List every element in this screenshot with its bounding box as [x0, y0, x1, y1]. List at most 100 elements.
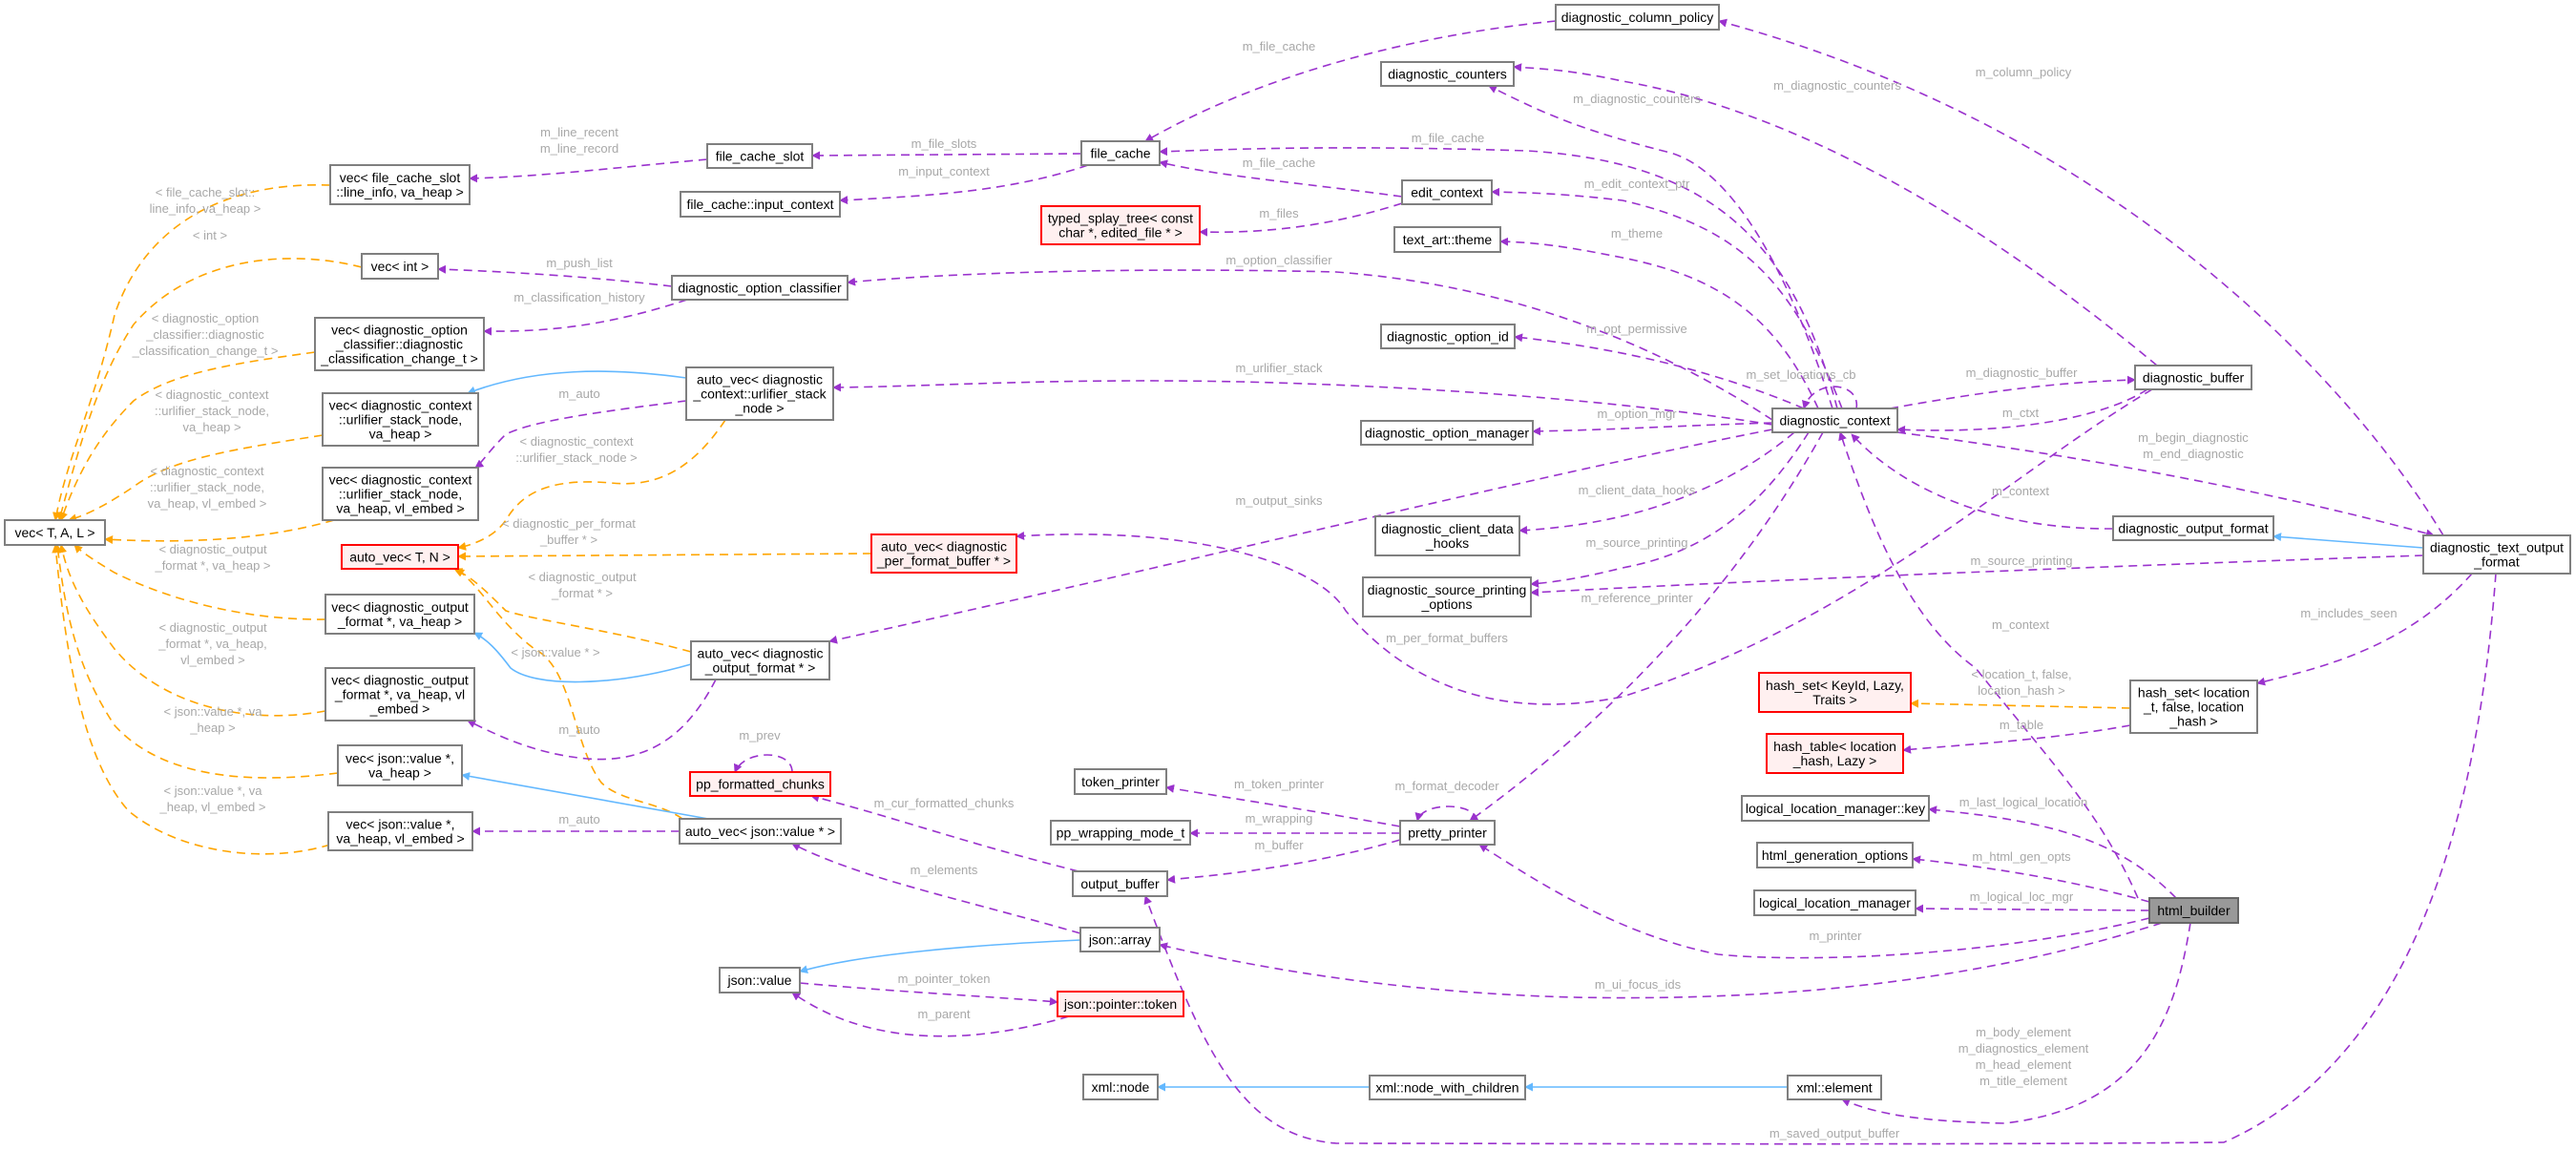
edge-doc-push-list — [437, 264, 673, 287]
node-fc-input-context[interactable]: file_cache::input_context — [680, 191, 841, 218]
node-vec-jv-e[interactable]: vec< json::value *,va_heap, vl_embed > — [327, 811, 473, 851]
node-diag-client-data-hooks[interactable]: diagnostic_client_data_hooks — [1374, 515, 1520, 556]
node-box — [2148, 897, 2239, 924]
edge-doc-classification-history — [483, 299, 688, 336]
node-label: vec< file_cache_slot — [340, 170, 461, 185]
node-label: vec< T, A, L > — [14, 525, 94, 540]
node-llm[interactable]: logical_location_manager — [1753, 889, 1916, 916]
edge-label-diag-counters-1: m_diagnostic_counters — [1773, 78, 1901, 93]
node-xml-node[interactable]: xml::node — [1082, 1074, 1159, 1100]
edge-label-elements-xml: m_body_element — [1976, 1025, 2071, 1039]
node-auto-vec-jv[interactable]: auto_vec< json::value * > — [679, 818, 842, 845]
node-diag-option-id[interactable]: diagnostic_option_id — [1380, 324, 1516, 349]
node-vec-doc[interactable]: vec< diagnostic_option_classifier::diagn… — [314, 317, 485, 371]
node-auto-vec-usn[interactable]: auto_vec< diagnostic_context::urlifier_s… — [685, 366, 834, 421]
node-vec-dof[interactable]: vec< diagnostic_output_format *, va_heap… — [325, 594, 475, 635]
node-pretty-printer[interactable]: pretty_printer — [1399, 820, 1496, 846]
edge-label-file-cache-dc: m_file_cache — [1412, 131, 1485, 145]
node-auto-vec-dof[interactable]: auto_vec< diagnostic_output_format * > — [690, 640, 830, 680]
node-diag-context[interactable]: diagnostic_context — [1771, 408, 1898, 433]
node-diag-option-manager[interactable]: diagnostic_option_manager — [1360, 420, 1534, 446]
node-box — [1380, 61, 1515, 87]
edge-vec-dof-e-to-vec-tal — [58, 544, 326, 717]
edge-pp-token-printer — [1165, 784, 1401, 827]
node-auto-vec-pfb[interactable]: auto_vec< diagnostic_per_format_buffer *… — [870, 533, 1017, 574]
edge-dc-option-classifier — [847, 269, 1773, 421]
node-vec-fcs[interactable]: vec< file_cache_slot::line_info, va_heap… — [329, 164, 471, 205]
edge-ec-files — [1199, 202, 1403, 237]
edge-dc-opt-permissive — [1514, 333, 1805, 409]
edge-labels: < file_cache_slot::line_info, va_heap ><… — [132, 39, 2398, 1140]
edge-label-column-policy: m_column_policy — [1976, 65, 2072, 79]
node-auto-vec-tn[interactable]: auto_vec< T, N > — [341, 544, 459, 570]
node-box — [719, 967, 801, 993]
edge-label-dof-e-tpl: < diagnostic_output — [158, 620, 267, 635]
edge-label-printer: m_printer — [1810, 929, 1863, 943]
edge-label-context-1: m_context — [1992, 484, 2049, 498]
node-token-printer[interactable]: token_printer — [1074, 768, 1167, 795]
node-hash-set-keyid[interactable]: hash_set< KeyId, Lazy,Traits > — [1758, 672, 1912, 713]
node-label: auto_vec< diagnostic — [881, 539, 1007, 554]
node-diag-source-printing-options[interactable]: diagnostic_source_printing_options — [1362, 576, 1532, 617]
node-diag-text-output-format[interactable]: diagnostic_text_output_format — [2422, 534, 2571, 575]
edge-label-m-auto-2: m_auto — [558, 722, 599, 737]
node-label: Traits > — [1812, 692, 1857, 707]
edge-label-per-format-buffers: m_per_format_buffers — [1386, 631, 1508, 645]
node-label: char *, edited_file * > — [1058, 225, 1183, 240]
node-file-cache-slot[interactable]: file_cache_slot — [706, 143, 813, 169]
node-label: token_printer — [1081, 774, 1160, 789]
node-diag-column-policy[interactable]: diagnostic_column_policy — [1555, 4, 1720, 31]
node-label: pp_wrapping_mode_t — [1057, 826, 1185, 841]
node-vec-usn-e[interactable]: vec< diagnostic_context::urlifier_stack_… — [322, 467, 479, 521]
node-text-art-theme[interactable]: text_art::theme — [1393, 226, 1501, 253]
node-output-buffer[interactable]: output_buffer — [1072, 870, 1168, 897]
node-label: _output_format * > — [704, 660, 816, 676]
node-file-cache[interactable]: file_cache — [1080, 140, 1161, 166]
edge-hb-last-logical-location — [1928, 805, 2177, 899]
edge-label-input-context: m_input_context — [898, 164, 990, 178]
node-diag-output-format[interactable]: diagnostic_output_format — [2112, 515, 2274, 541]
node-diag-buffer[interactable]: diagnostic_buffer — [2134, 365, 2252, 390]
node-vec-usn[interactable]: vec< diagnostic_context::urlifier_stack_… — [322, 392, 479, 447]
node-xml-nwc[interactable]: xml::node_with_children — [1369, 1075, 1526, 1100]
node-llm-key[interactable]: logical_location_manager::key — [1741, 795, 1930, 822]
node-json-pointer-token[interactable]: json::pointer::token — [1057, 991, 1184, 1017]
node-box — [361, 253, 439, 280]
edge-jv-pointer-token — [799, 982, 1058, 1006]
node-xml-element[interactable]: xml::element — [1787, 1075, 1882, 1100]
node-diag-option-classifier[interactable]: diagnostic_option_classifier — [671, 275, 848, 301]
node-json-value[interactable]: json::value — [719, 967, 801, 993]
node-label: vec< int > — [371, 259, 429, 274]
node-label: edit_context — [1411, 185, 1483, 200]
node-edit-context[interactable]: edit_context — [1401, 179, 1493, 205]
node-hash-set-loc[interactable]: hash_set< location_t, false, location_ha… — [2129, 680, 2258, 734]
node-vec-dof-e[interactable]: vec< diagnostic_output_format *, va_heap… — [325, 667, 475, 721]
edge-label-elements: m_elements — [911, 863, 978, 877]
node-diag-counters[interactable]: diagnostic_counters — [1380, 61, 1515, 87]
node-html-gen-options[interactable]: html_generation_options — [1756, 842, 1914, 868]
node-label: vec< json::value *, — [346, 751, 454, 766]
node-label: auto_vec< json::value * > — [685, 824, 835, 839]
node-label: output_buffer — [1080, 876, 1160, 891]
node-pp-formatted-chunks[interactable]: pp_formatted_chunks — [689, 771, 831, 797]
edge-label-option-mgr: m_option_mgr — [1597, 407, 1677, 421]
node-label: diagnostic_source_printing — [1368, 582, 1527, 597]
edge-label-urlifier-stack: m_urlifier_stack — [1235, 361, 1323, 375]
edge-label-source-printing-2: m_source_printing — [1971, 554, 2073, 568]
node-pp-wrapping-mode-t[interactable]: pp_wrapping_mode_t — [1050, 820, 1191, 846]
edge-label-m-prev: m_prev — [739, 728, 781, 742]
node-vec-jv[interactable]: vec< json::value *,va_heap > — [337, 744, 463, 786]
edge-label-file-cache-ec: m_file_cache — [1243, 156, 1316, 170]
node-hash-table-loc[interactable]: hash_table< location_hash, Lazy > — [1766, 733, 1904, 774]
node-vec-int[interactable]: vec< int > — [361, 253, 439, 280]
node-vec-tal[interactable]: vec< T, A, L > — [4, 519, 106, 546]
node-label: file_cache — [1090, 146, 1150, 161]
edge-label-classification-history: m_classification_history — [513, 290, 645, 304]
edge-dc-urlifier-stack — [832, 380, 1773, 426]
node-json-array[interactable]: json::array — [1079, 927, 1161, 952]
edge-ec-file-cache — [1159, 159, 1403, 198]
node-html-builder[interactable]: html_builder — [2148, 897, 2239, 924]
node-box — [314, 317, 485, 371]
node-label: diagnostic_counters — [1388, 67, 1507, 82]
